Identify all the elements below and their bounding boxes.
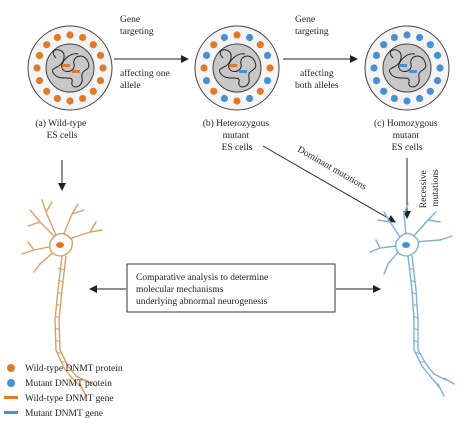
dnmt-protein-dot <box>35 51 44 59</box>
caption-homozygous: (c) Homozygous mutant ES cells <box>374 118 440 153</box>
dnmt-protein-dot <box>266 64 274 72</box>
chromatin <box>389 49 427 88</box>
dnmt-protein-dot <box>263 51 272 59</box>
dnmt-protein-dot <box>246 94 254 103</box>
dnmt-protein-dot <box>256 87 264 95</box>
dnmt-protein-dot <box>220 94 228 103</box>
dnmt-protein-dot <box>403 31 411 39</box>
arrow-dominant <box>262 145 396 223</box>
dnmt-protein-dot <box>390 33 398 42</box>
dnmt-protein-dot <box>210 87 218 95</box>
dnmt-protein-dot <box>436 64 444 72</box>
dnmt-protein-dot <box>233 97 241 105</box>
dnmt-protein-dot <box>433 51 442 59</box>
dnmt-gene-allele <box>399 64 407 67</box>
dnmt-protein-dot <box>263 77 272 85</box>
dnmt-protein-dot <box>43 41 51 49</box>
dnmt-protein-dot <box>403 97 411 105</box>
dnmt-protein-dot <box>426 41 434 49</box>
dnmt-protein-dot <box>220 33 228 42</box>
dnmt-protein-dot <box>380 41 388 49</box>
caption-heterozygous: (b) Heterozygous mutant ES cells <box>203 118 272 153</box>
dnmt-protein-dot <box>79 33 87 42</box>
dnmt-protein-dot <box>380 87 388 95</box>
dnmt-protein-dot <box>66 31 74 39</box>
dnmt-protein-dot <box>89 87 97 95</box>
homozygous-es-cell <box>364 25 450 111</box>
dnmt-protein-dot <box>99 64 107 72</box>
dnmt-gene-allele <box>229 64 237 67</box>
dnmt-gene-allele <box>72 70 80 73</box>
analysis-box <box>126 263 336 313</box>
dnmt-protein-dot <box>390 94 398 103</box>
legend-wildtype-protein: Wild-type DNMT protein <box>25 364 123 374</box>
label-gene-targeting-1: Gene targeting <box>120 15 154 37</box>
label-gene-targeting-2: Gene targeting <box>295 15 329 37</box>
dnmt-protein-dot <box>53 33 61 42</box>
dnmt-protein-dot <box>43 87 51 95</box>
wildtype-neuron-myelin <box>54 267 66 363</box>
label-recessive-mutations: Recessive mutations <box>419 168 441 208</box>
dnmt-protein-dot <box>246 33 254 42</box>
dnmt-protein-dot <box>210 41 218 49</box>
dnmt-protein-dot <box>202 51 211 59</box>
dnmt-protein-dot <box>433 77 442 85</box>
dnmt-protein-dot <box>372 51 381 59</box>
dnmt-gene-allele <box>62 64 70 67</box>
dnmt-protein-dot <box>426 87 434 95</box>
mutant-neuron-myelin <box>408 267 424 363</box>
legend-mutant-gene-swatch <box>4 411 18 414</box>
label-affecting-both-alleles: affecting both alleles <box>295 68 339 91</box>
legend: Wild-type DNMT protein Mutant DNMT prote… <box>4 364 123 419</box>
legend-mutant-protein-swatch <box>7 379 15 387</box>
dnmt-protein-dot <box>200 64 208 72</box>
chromatin <box>52 49 90 88</box>
wildtype-neuron <box>21 199 103 397</box>
label-affecting-one-allele: affecting one allele <box>120 68 172 91</box>
dnmt-protein-dot <box>416 94 424 103</box>
legend-wildtype-gene: Wild-type DNMT gene <box>25 394 114 404</box>
dnmt-protein-dot <box>79 94 87 103</box>
dnmt-protein-dot <box>202 77 211 85</box>
wildtype-es-cell <box>27 25 113 111</box>
dnmt-protein-dot <box>233 31 241 39</box>
dnmt-gene-allele <box>409 70 417 73</box>
caption-wildtype: (a) Wild-type ES cells <box>35 118 88 141</box>
mutant-neuron <box>369 203 455 397</box>
legend-wildtype-gene-swatch <box>4 396 18 399</box>
dnmt-protein-dot <box>370 64 378 72</box>
heterozygous-es-cell <box>194 25 280 111</box>
dnmt-protein-dot <box>96 51 105 59</box>
dnmt-gene-allele <box>239 70 247 73</box>
dnmt-protein-dot <box>53 94 61 103</box>
dnmt-protein-dot <box>66 97 74 105</box>
analysis-text: Comparative analysis to determine molecu… <box>136 273 271 307</box>
dnmt-protein-dot <box>372 77 381 85</box>
dnmt-protein-dot <box>256 41 264 49</box>
legend-mutant-gene: Mutant DNMT gene <box>25 409 103 419</box>
dnmt-protein-dot <box>35 77 44 85</box>
legend-mutant-protein: Mutant DNMT protein <box>25 379 112 389</box>
dnmt-protein-dot <box>96 77 105 85</box>
dnmt-protein-dot <box>416 33 424 42</box>
dnmt-protein-dot <box>89 41 97 49</box>
dnmt-protein-dot <box>33 64 41 72</box>
legend-wildtype-protein-swatch <box>7 364 15 372</box>
chromatin <box>219 49 257 88</box>
